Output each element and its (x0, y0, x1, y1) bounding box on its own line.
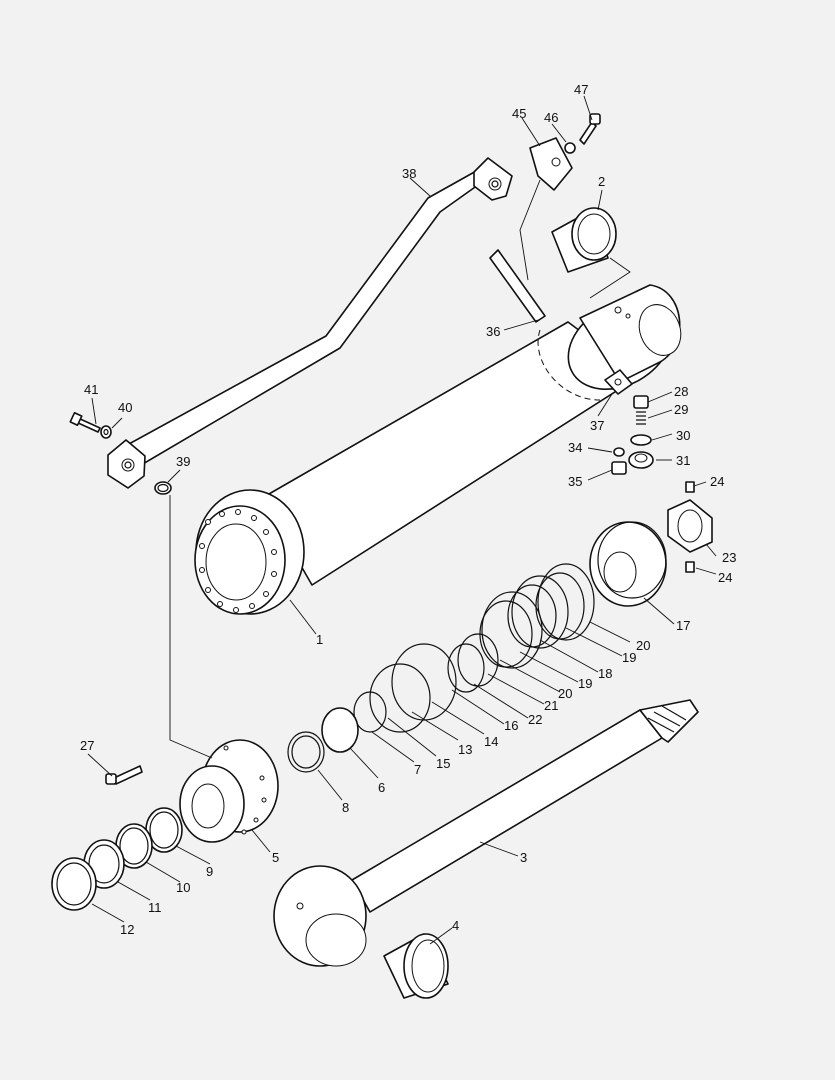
callout-8: 8 (342, 800, 349, 815)
callout-labels: 1 2 3 4 5 6 7 8 9 10 11 12 13 14 15 16 1… (80, 82, 736, 937)
callout-4: 4 (452, 918, 459, 933)
callout-29: 29 (674, 402, 688, 417)
callout-46: 46 (544, 110, 558, 125)
callout-6: 6 (378, 780, 385, 795)
callout-40: 40 (118, 400, 132, 415)
callout-24b: 24 (718, 570, 732, 585)
washer (613, 447, 625, 457)
callout-27: 27 (80, 738, 94, 753)
piston-nut (667, 499, 713, 553)
gland (179, 739, 279, 843)
callout-1: 1 (316, 632, 323, 647)
bushing (551, 207, 617, 273)
rod-seal-stack (51, 807, 183, 911)
set-screw (685, 561, 695, 573)
callout-2: 2 (598, 174, 605, 189)
bolt (611, 461, 627, 475)
callout-36: 36 (486, 324, 500, 339)
callout-30: 30 (676, 428, 690, 443)
fitting (628, 395, 654, 469)
callout-19a: 19 (622, 650, 636, 665)
tube-pipe (107, 157, 513, 489)
o-ring (154, 481, 172, 495)
clamp-block (529, 137, 573, 191)
callout-16: 16 (504, 718, 518, 733)
plate (489, 249, 546, 323)
callout-13: 13 (458, 742, 472, 757)
callout-19b: 19 (578, 676, 592, 691)
callout-39: 39 (176, 454, 190, 469)
callout-12: 12 (120, 922, 134, 937)
callout-35: 35 (568, 474, 582, 489)
leader-lines (87, 95, 717, 945)
callout-31: 31 (676, 453, 690, 468)
piston (589, 521, 667, 607)
callout-45: 45 (512, 106, 526, 121)
callout-11: 11 (148, 900, 162, 915)
callout-5: 5 (272, 850, 279, 865)
callout-3: 3 (520, 850, 527, 865)
callout-10: 10 (176, 880, 190, 895)
flange-bolt-holes (199, 509, 277, 613)
callout-24a: 24 (710, 474, 724, 489)
callout-38: 38 (402, 166, 416, 181)
callout-18: 18 (598, 666, 612, 681)
callout-9: 9 (206, 864, 213, 879)
washer (564, 142, 576, 154)
washer (100, 425, 112, 439)
bolt (69, 411, 101, 433)
callout-7: 7 (414, 762, 421, 777)
piston-rod (273, 699, 699, 967)
callout-21: 21 (544, 698, 558, 713)
callout-14: 14 (484, 734, 498, 749)
callout-20b: 20 (558, 686, 572, 701)
callout-28: 28 (674, 384, 688, 399)
callout-41: 41 (84, 382, 98, 397)
bolt (579, 113, 601, 145)
set-screw (685, 481, 695, 493)
bushing (383, 933, 449, 999)
callout-22: 22 (528, 712, 542, 727)
seal-ring-stack (287, 563, 595, 773)
callout-17: 17 (676, 618, 690, 633)
callout-15: 15 (436, 756, 450, 771)
callout-37: 37 (590, 418, 604, 433)
cylinder-tube (194, 284, 682, 615)
bolt (105, 765, 143, 785)
callout-23: 23 (722, 550, 736, 565)
callout-47: 47 (574, 82, 588, 97)
callout-34: 34 (568, 440, 582, 455)
callout-20a: 20 (636, 638, 650, 653)
